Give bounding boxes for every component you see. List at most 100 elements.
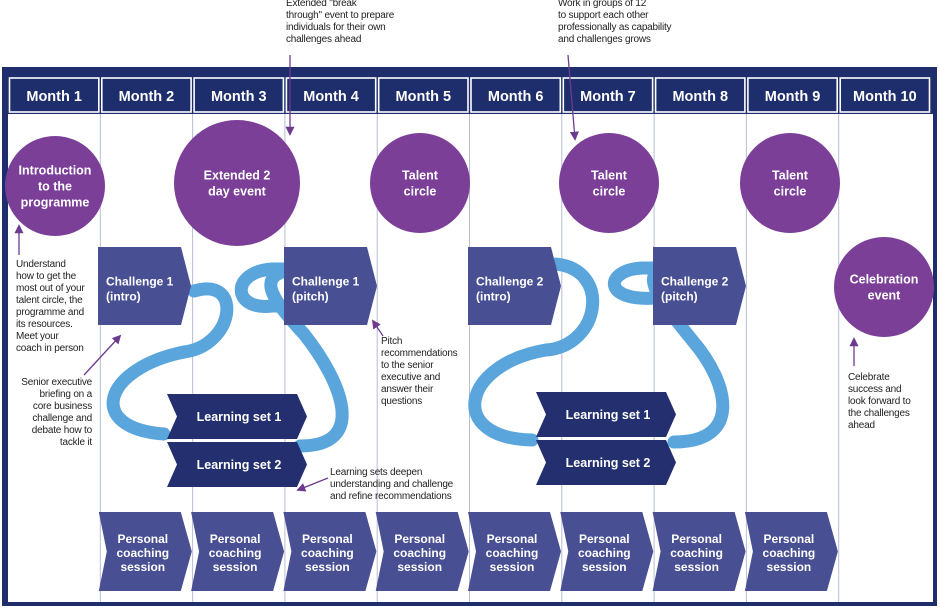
learning-set-chevron bbox=[536, 392, 676, 437]
event-circle-label-line: circle bbox=[404, 184, 437, 198]
challenge-label-line: (pitch) bbox=[661, 290, 698, 304]
month-header-cell bbox=[193, 77, 285, 113]
annotation-line: how to get the bbox=[16, 271, 77, 282]
annotation-line: understanding and challenge bbox=[330, 479, 454, 490]
event-circle-label-line: to the bbox=[38, 179, 72, 193]
annotation-line: look forward to bbox=[848, 396, 911, 407]
coaching-label-line: coaching bbox=[670, 546, 723, 560]
coaching-chevron bbox=[375, 512, 469, 591]
coaching-chevron bbox=[283, 512, 377, 591]
coaching-label-line: Personal bbox=[671, 532, 722, 546]
annotation-line: individuals for their own bbox=[286, 22, 386, 33]
challenge-label: Challenge 2(pitch) bbox=[661, 275, 729, 304]
month-header-label: Month 5 bbox=[396, 89, 452, 105]
coaching-label-line: Personal bbox=[764, 532, 815, 546]
learning-set-chevron bbox=[536, 440, 676, 485]
learning-set-chevron bbox=[167, 394, 307, 439]
month-header-label: Month 4 bbox=[303, 89, 359, 105]
event-circle-label-line: Celebration bbox=[850, 272, 919, 286]
month-header-cell bbox=[839, 77, 931, 113]
challenge-label: Challenge 1(pitch) bbox=[292, 275, 360, 304]
coaching-label-line: session bbox=[120, 560, 165, 574]
coaching-chevron bbox=[191, 512, 285, 591]
coaching-label-line: session bbox=[582, 560, 627, 574]
learning-set-label: Learning set 2 bbox=[566, 456, 651, 470]
coaching-chevron bbox=[560, 512, 654, 591]
annotation-line: questions bbox=[381, 396, 423, 407]
month-header-cell bbox=[101, 77, 192, 113]
annotation-line: Pitch bbox=[381, 336, 403, 347]
annotation-line: Extended "break bbox=[286, 0, 357, 9]
coaching-label-line: Personal bbox=[487, 532, 538, 546]
annotation-arrow bbox=[83, 334, 122, 376]
coaching-label-line: Personal bbox=[210, 532, 261, 546]
coaching-label-line: coaching bbox=[209, 546, 262, 560]
coaching-label-line: coaching bbox=[301, 546, 354, 560]
month-header-label: Month 6 bbox=[488, 89, 544, 105]
annotation-line: recommendations bbox=[381, 348, 458, 359]
challenge-chevron bbox=[468, 247, 561, 325]
coaching-label-line: coaching bbox=[393, 546, 446, 560]
annotation-line: ahead bbox=[848, 420, 875, 431]
coaching-chevron bbox=[744, 512, 838, 591]
learning-set-chevron bbox=[167, 442, 307, 487]
coaching-label-line: session bbox=[674, 560, 719, 574]
event-circle-label-line: circle bbox=[774, 184, 807, 198]
annotation-line: and challenges grows bbox=[558, 34, 651, 45]
coaching-label-line: Personal bbox=[579, 532, 630, 546]
ribbon-connector bbox=[106, 282, 234, 441]
annotation-line: most out of your bbox=[16, 283, 85, 294]
event-circle-label-line: day event bbox=[208, 184, 267, 198]
coaching-label-line: Personal bbox=[394, 532, 445, 546]
annotation-line: professionally as capability bbox=[558, 22, 672, 33]
month-header-cell bbox=[747, 77, 839, 113]
ribbon-connector bbox=[234, 262, 311, 313]
coaching-label-line: coaching bbox=[116, 546, 169, 560]
ribbon-connector bbox=[264, 265, 349, 453]
challenge-chevron bbox=[653, 247, 746, 325]
coaching-chevron bbox=[468, 512, 561, 591]
challenge-chevron bbox=[284, 247, 377, 325]
annotation-line: Senior executive bbox=[21, 377, 92, 388]
coaching-label-line: session bbox=[305, 560, 350, 574]
event-circle-label: Celebration event bbox=[850, 272, 919, 302]
annotation-line: Celebrate bbox=[848, 372, 890, 383]
coaching-label-line: session bbox=[397, 560, 442, 574]
annotation-line: to the senior bbox=[381, 360, 434, 371]
coaching-label-line: session bbox=[767, 560, 812, 574]
coaching-label-line: coaching bbox=[763, 546, 816, 560]
annotation-line: challenges ahead bbox=[286, 34, 362, 45]
annotation-line: its resources. bbox=[16, 319, 73, 330]
annotation-line: coach in person bbox=[16, 343, 84, 354]
annotation-line: executive and bbox=[381, 372, 441, 383]
event-circle-label: Talent circle bbox=[402, 168, 439, 198]
coaching-chevron bbox=[98, 512, 192, 591]
annotation-line: the challenges bbox=[848, 408, 910, 419]
annotation-line: through" event to prepare bbox=[286, 10, 395, 21]
annotation-line: success and bbox=[848, 384, 902, 395]
coaching-label-line: Personal bbox=[302, 532, 353, 546]
month-header-label: Month 2 bbox=[119, 89, 175, 105]
challenge-chevron bbox=[98, 247, 191, 325]
event-circle-label-line: Talent bbox=[402, 168, 439, 182]
month-header-cell bbox=[470, 77, 562, 113]
event-circle bbox=[370, 133, 470, 233]
coaching-label-line: coaching bbox=[486, 546, 539, 560]
challenge-label-line: (intro) bbox=[476, 290, 511, 304]
annotation-line: briefing on a bbox=[39, 389, 93, 400]
event-circle-label-line: event bbox=[868, 288, 901, 302]
learning-set-label: Learning set 2 bbox=[197, 458, 282, 472]
